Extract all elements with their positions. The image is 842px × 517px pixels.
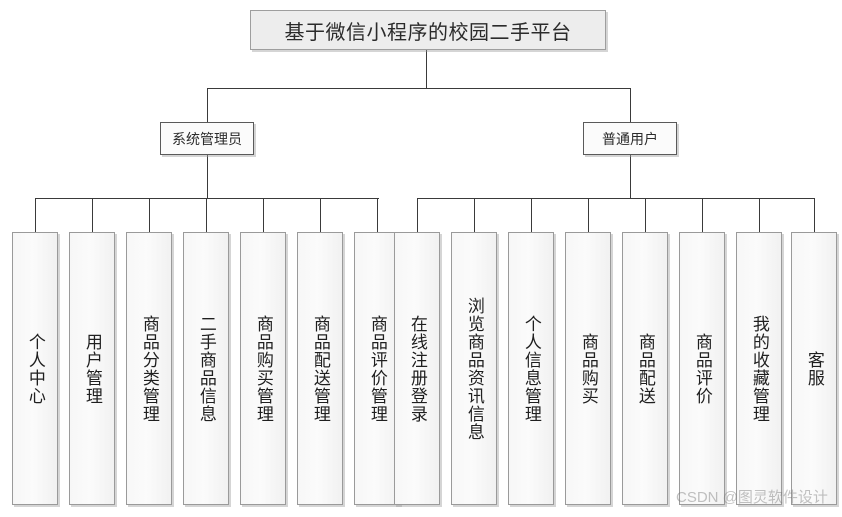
connector-user-leaf-5 [702, 198, 703, 232]
connector-user-leaf-4 [645, 198, 646, 232]
leaf-node-admin-2[interactable]: 商品分类管理 [126, 232, 172, 505]
leaf-node-admin-5[interactable]: 商品配送管理 [297, 232, 343, 505]
leaf-node-user-2-label: 个人信息管理 [521, 314, 541, 423]
leaf-node-user-1-label: 浏览商品资讯信息 [464, 296, 484, 441]
connector-admin-leaf-0 [35, 198, 36, 232]
leaf-node-user-6-label: 我的收藏管理 [749, 314, 769, 423]
leaf-node-user-7-label: 客服 [804, 350, 824, 387]
leaf-node-admin-6[interactable]: 商品评价管理 [354, 232, 400, 505]
leaf-node-user-0[interactable]: 在线注册登录 [394, 232, 440, 505]
branch-node-user[interactable]: 普通用户 [583, 122, 677, 155]
connector-admin-leaf-3 [206, 198, 207, 232]
root-node-label: 基于微信小程序的校园二手平台 [284, 21, 572, 44]
leaf-node-user-4[interactable]: 商品配送 [622, 232, 668, 505]
connector-to-user [630, 88, 631, 122]
connector-admin-leaf-5 [320, 198, 321, 232]
connector-admin-bus [35, 198, 379, 199]
leaf-node-user-3-label: 商品购买 [578, 332, 598, 405]
connector-admin-leaf-6 [377, 198, 378, 232]
leaf-node-user-0-label: 在线注册登录 [407, 314, 427, 423]
branch-node-user-label: 普通用户 [602, 132, 658, 148]
leaf-node-user-4-label: 商品配送 [635, 332, 655, 405]
leaf-node-admin-4[interactable]: 商品购买管理 [240, 232, 286, 505]
leaf-node-admin-1-label: 用户管理 [82, 332, 102, 405]
connector-admin-down [207, 155, 208, 198]
leaf-node-user-2[interactable]: 个人信息管理 [508, 232, 554, 505]
connector-user-down [630, 155, 631, 198]
connector-user-bus [417, 198, 815, 199]
connector-user-leaf-2 [531, 198, 532, 232]
leaf-node-admin-3-label: 二手商品信息 [196, 314, 216, 423]
branch-node-admin[interactable]: 系统管理员 [160, 122, 254, 155]
connector-user-leaf-6 [759, 198, 760, 232]
root-node[interactable]: 基于微信小程序的校园二手平台 [250, 10, 606, 50]
leaf-node-admin-0-label: 个人中心 [25, 332, 45, 405]
leaf-node-admin-0[interactable]: 个人中心 [12, 232, 58, 505]
branch-node-admin-label: 系统管理员 [172, 132, 242, 148]
connector-user-leaf-7 [814, 198, 815, 232]
leaf-node-user-7[interactable]: 客服 [791, 232, 837, 505]
connector-level2-bus [207, 88, 631, 89]
connector-admin-leaf-1 [92, 198, 93, 232]
leaf-node-user-3[interactable]: 商品购买 [565, 232, 611, 505]
connector-user-leaf-0 [417, 198, 418, 232]
connector-user-leaf-3 [588, 198, 589, 232]
leaf-node-user-5-label: 商品评价 [692, 332, 712, 405]
leaf-node-admin-3[interactable]: 二手商品信息 [183, 232, 229, 505]
leaf-node-admin-1[interactable]: 用户管理 [69, 232, 115, 505]
connector-user-leaf-1 [474, 198, 475, 232]
connector-to-admin [207, 88, 208, 122]
connector-admin-leaf-4 [263, 198, 264, 232]
leaf-node-admin-2-label: 商品分类管理 [139, 314, 159, 423]
leaf-node-user-6[interactable]: 我的收藏管理 [736, 232, 782, 505]
leaf-node-admin-6-label: 商品评价管理 [367, 314, 387, 423]
leaf-node-user-1[interactable]: 浏览商品资讯信息 [451, 232, 497, 505]
connector-admin-leaf-2 [149, 198, 150, 232]
connector-root-down [426, 50, 427, 88]
leaf-node-user-5[interactable]: 商品评价 [679, 232, 725, 505]
leaf-node-admin-5-label: 商品配送管理 [310, 314, 330, 423]
leaf-node-admin-4-label: 商品购买管理 [253, 314, 273, 423]
